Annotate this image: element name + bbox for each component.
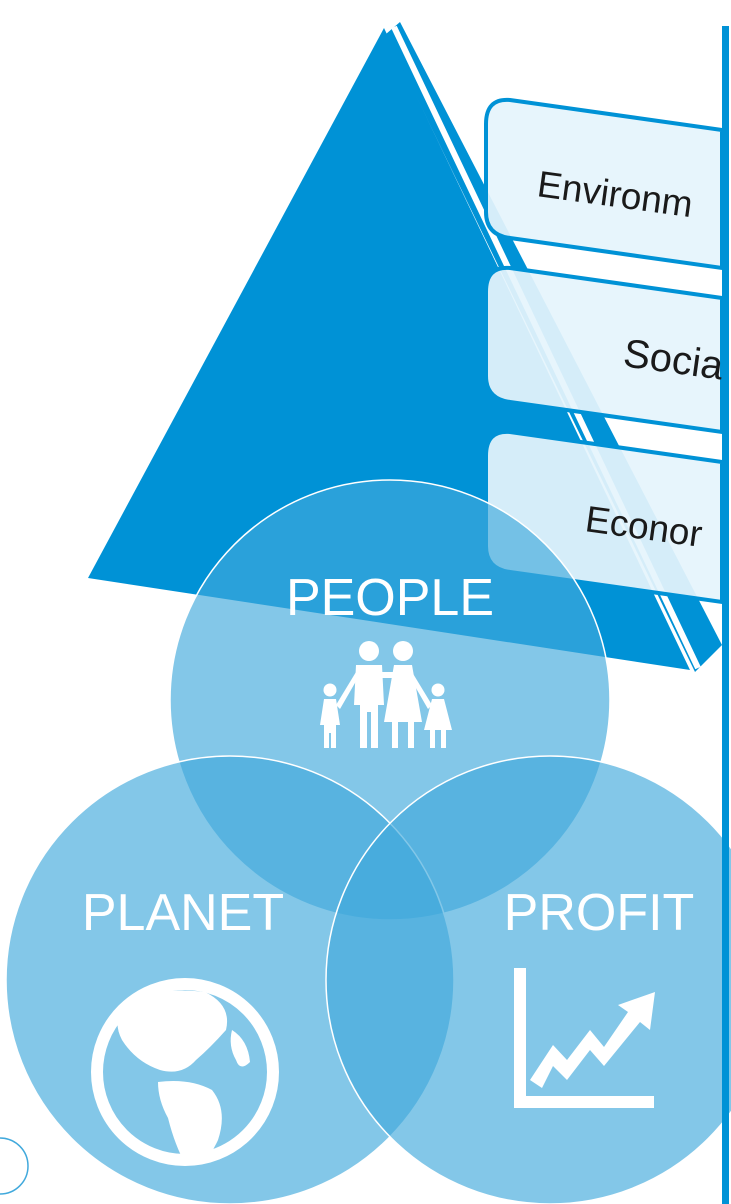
venn-label-people: PEOPLE <box>286 569 494 627</box>
venn-label-planet: PLANET <box>82 884 284 942</box>
venn-label-profit: PROFIT <box>504 884 695 942</box>
pyramid-layer-social: Socia <box>484 265 727 435</box>
globe-icon <box>91 978 279 1166</box>
partial-ring <box>0 1137 29 1195</box>
pyramid-layers: Environm Socia Econor <box>484 97 727 605</box>
growth-chart-icon <box>514 968 655 1108</box>
pyramid-layer-environment: Environm <box>484 97 724 271</box>
family-icon <box>320 641 452 748</box>
venn-circle-profit <box>325 755 731 1204</box>
vertical-divider <box>722 26 729 1204</box>
